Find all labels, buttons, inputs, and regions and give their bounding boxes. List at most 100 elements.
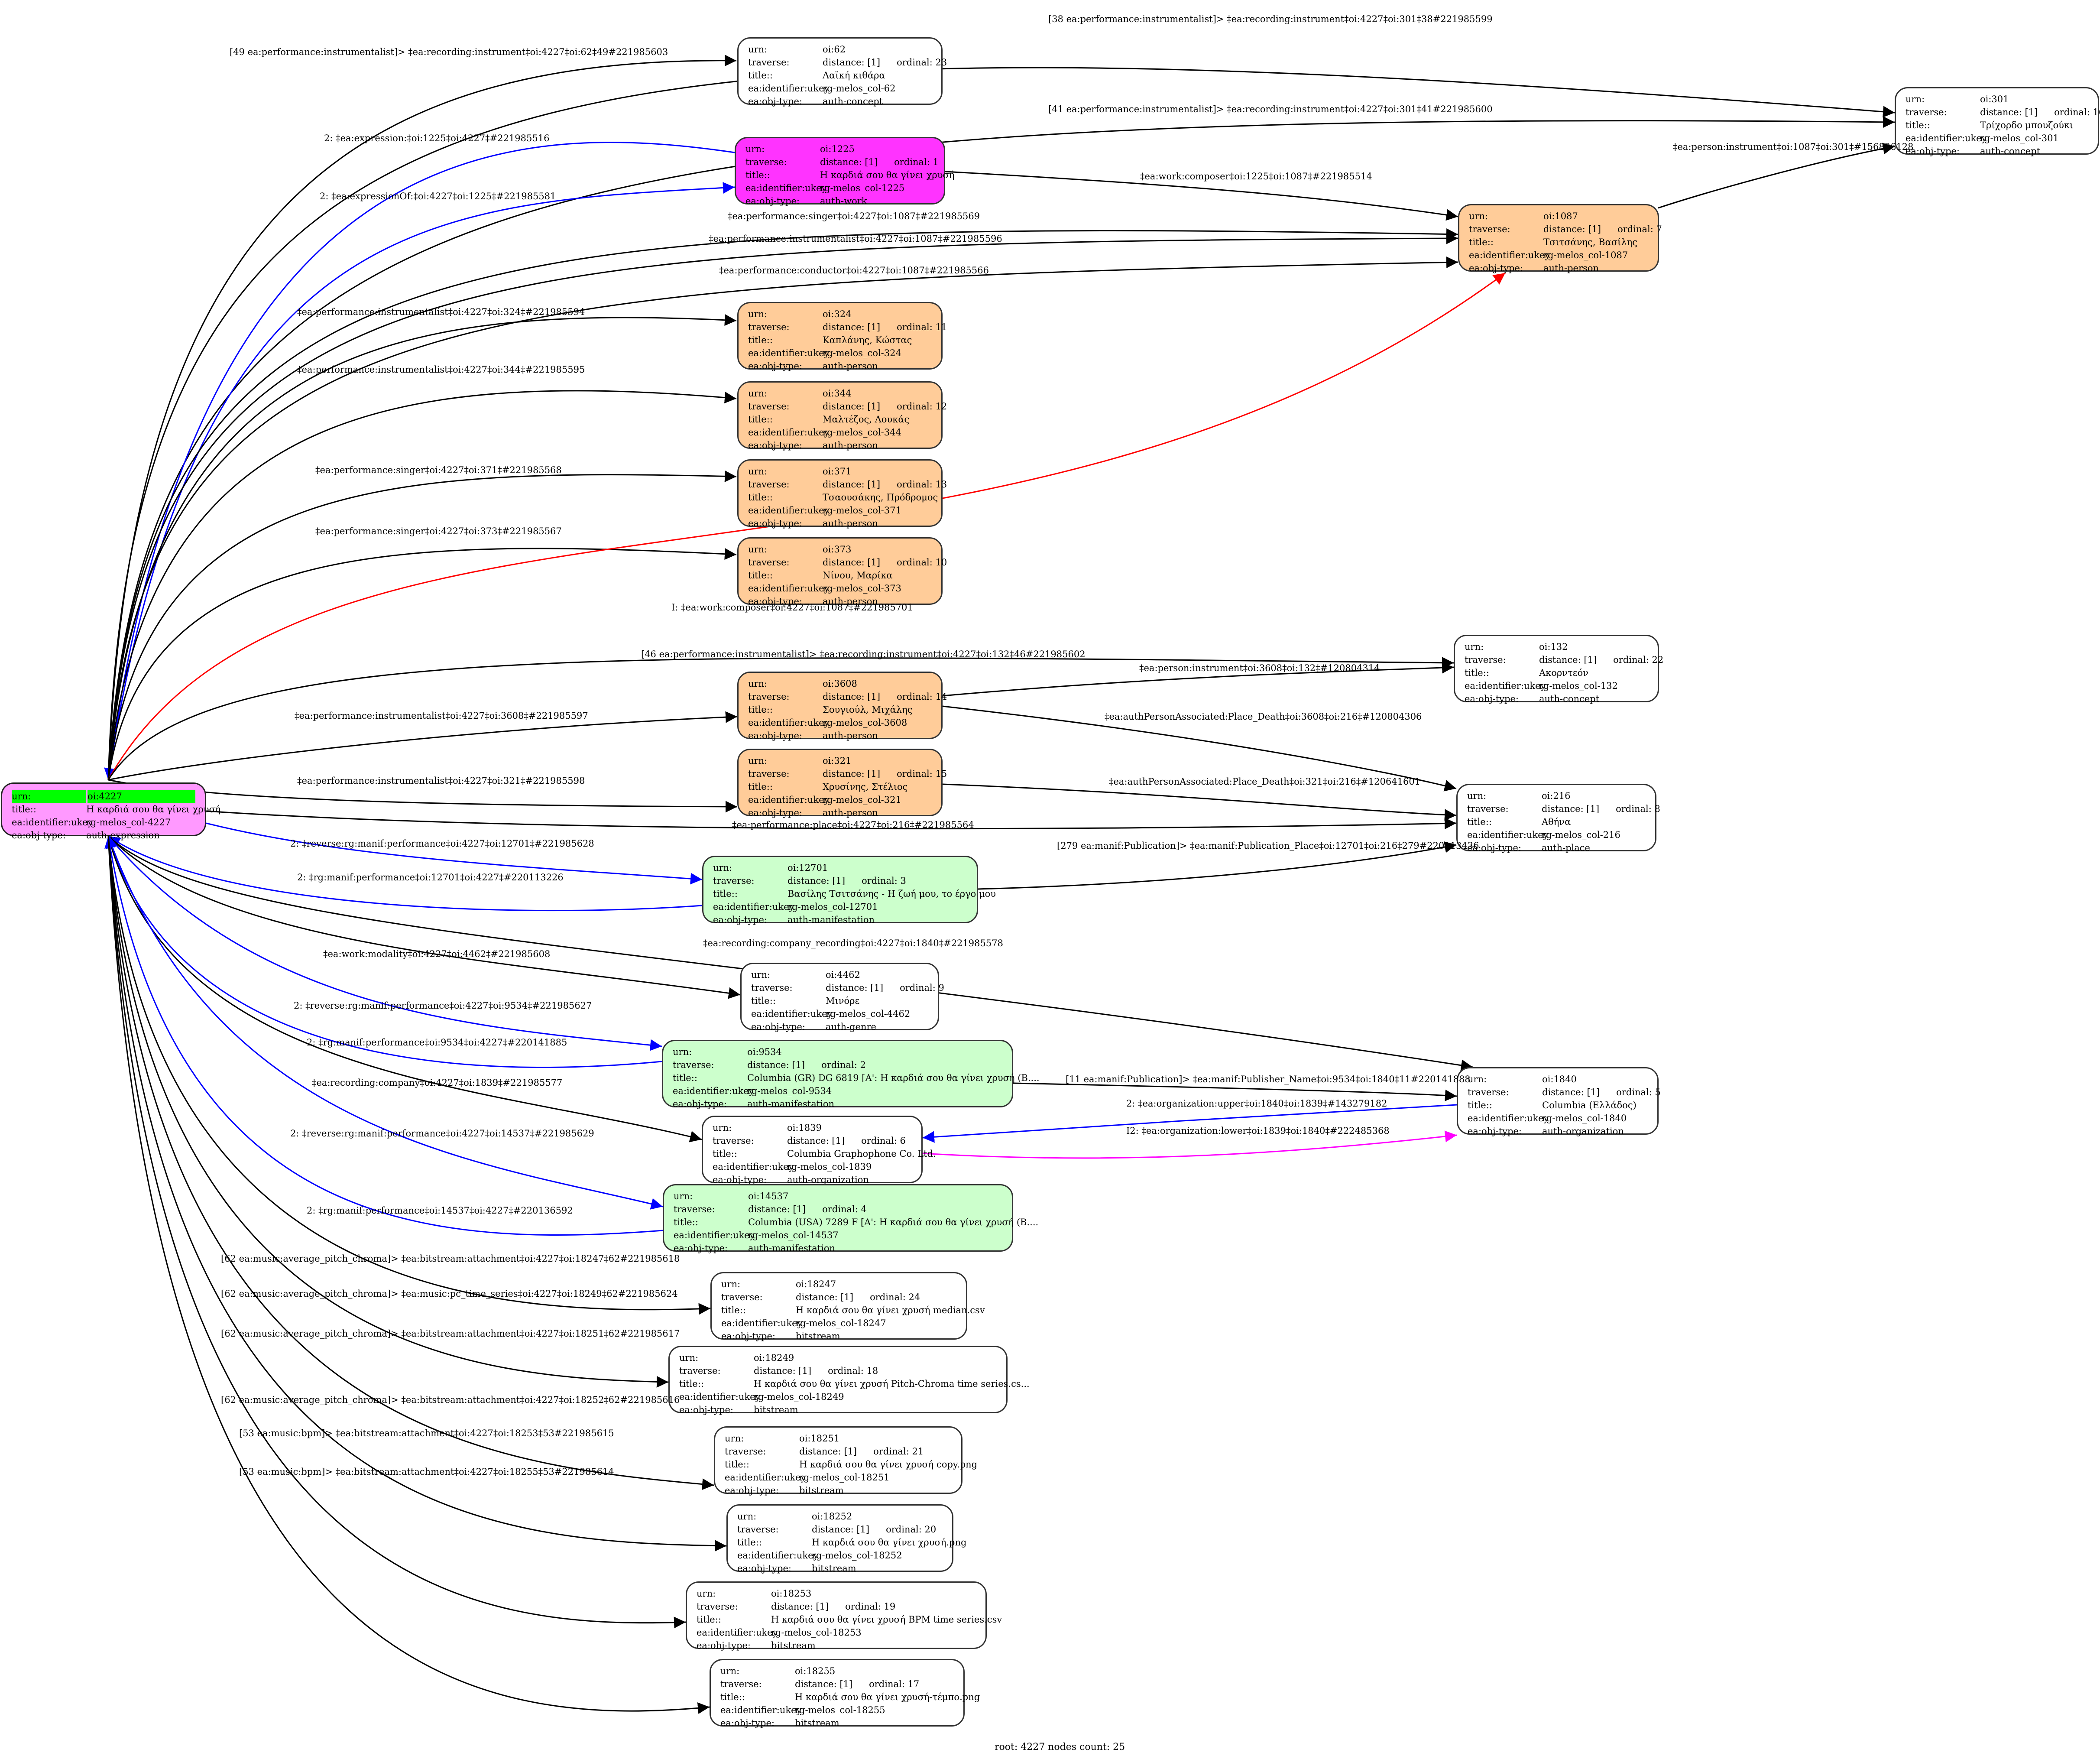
edge-label: 2: ‡ea:organization:upper‡oi:1840‡oi:183… <box>1126 1098 1387 1109</box>
node-field-row: traverse:distance: [1]ordinal: 19 <box>697 1600 976 1613</box>
edge-4227-to-216 <box>206 810 1457 830</box>
node-field-key: ea:obj-type: <box>1906 146 1960 156</box>
node-field-key: urn: <box>751 970 771 980</box>
node-field-value: oi:1839 <box>787 1123 822 1133</box>
node-field-key: traverse: <box>725 1446 766 1457</box>
node-field-value: Τρίχορδο μπουζούκι <box>1980 120 2074 130</box>
node-field-value: oi:4227 <box>88 790 195 803</box>
node-field-row: title::Η καρδιά σου θα γίνει χρυσή <box>745 169 954 182</box>
node-field-key: traverse: <box>748 479 790 490</box>
node-ordinal: ordinal: 8 <box>1616 804 1660 814</box>
edge-4227-to-9534 <box>107 836 662 1051</box>
node-field-key: traverse: <box>721 1292 763 1302</box>
node-ordinal: ordinal: 22 <box>1613 655 1664 665</box>
node-field-row: urn:oi:373 <box>748 543 932 556</box>
node-field-row: title::Η καρδιά σου θα γίνει χρυσή <box>12 803 220 816</box>
node-field-row: urn:oi:1225 <box>745 143 934 156</box>
node-field-key: ea:obj-type: <box>748 361 802 371</box>
node-field-key: title:: <box>674 1217 698 1227</box>
edge-4227-to-371 <box>107 470 737 780</box>
node-field-key: ea:identifier:ukey <box>748 717 830 728</box>
edge-9534-to-4227 <box>106 836 662 1068</box>
node-field-row: title::Τρίχορδο μπουζούκι <box>1906 119 2088 132</box>
node-field-row: traverse:distance: [1]ordinal: 23 <box>748 56 947 69</box>
node-field-row: traverse:distance: [1]ordinal: 3 <box>713 874 967 887</box>
edge-label: 2: ‡reverse:rg:manif:performance‡oi:4227… <box>290 838 594 849</box>
edge-4227-to-373 <box>107 548 737 780</box>
node-field-value: bitstream <box>771 1640 816 1651</box>
edge-1225-to-1087 <box>945 171 1458 221</box>
node-field-row: traverse:distance: [1]ordinal: 15 <box>748 767 947 780</box>
node-field-value: rg-melos_col-1225 <box>820 183 905 193</box>
node-ordinal: ordinal: 2 <box>821 1060 866 1070</box>
node-field-row: ea:obj-type: auth-person <box>748 595 932 608</box>
node-field-value: distance: [1] <box>1539 655 1597 665</box>
node-field-value: Βασίλης Τσιτσάνης - Η ζωή μου, το έργο μ… <box>788 889 996 899</box>
node-field-value: rg-melos_col-321 <box>823 795 901 805</box>
node-field-value: oi:324 <box>823 309 852 319</box>
edge-1839-to-1840 <box>922 1130 1457 1159</box>
node-field-value: Μινόρε <box>826 996 860 1006</box>
edge-4227-to-4462 <box>107 835 741 999</box>
node-field-row: urn:oi:18251 <box>725 1432 952 1445</box>
node-field-value: rg-melos_col-9534 <box>747 1086 832 1096</box>
edge-label: [62 ea:music:average_pitch_chroma]> ‡ea:… <box>221 1395 680 1405</box>
node-field-key: title:: <box>12 804 36 815</box>
node-field-row: urn:oi:18253 <box>697 1587 976 1600</box>
edge-label: ‡ea:performance:instrumentalist‡oi:4227‡… <box>709 234 1002 244</box>
edge-label: [11 ea:manif:Publication]> ‡ea:manif:Pub… <box>1066 1074 1471 1084</box>
node-ordinal: ordinal: 9 <box>900 983 944 993</box>
node-field-value: Τσαουσάκης, Πρόδρομος <box>823 492 938 503</box>
edge-label: ‡ea:performance:singer‡oi:4227‡oi:373‡#2… <box>315 526 562 536</box>
node-field-key: urn: <box>737 1511 757 1522</box>
node-field-row: title::Columbia (GR) DG 6819 [A': Η καρδ… <box>673 1071 1040 1084</box>
edge-label: ‡ea:performance:singer‡oi:4227‡oi:1087‡#… <box>728 211 980 221</box>
node-field-row: urn:oi:12701 <box>713 861 967 874</box>
node-field-key: ea:identifier:ukey <box>721 1318 803 1328</box>
node-field-value: rg-melos_col-62 <box>823 83 896 94</box>
edge-4227-to-12701 <box>206 822 703 885</box>
node-field-value: oi:1225 <box>820 144 855 154</box>
node-field-key: traverse: <box>1906 107 1947 117</box>
edge-4227-to-1087 <box>107 232 1458 780</box>
node-field-value: auth-person <box>823 808 878 818</box>
node-field-value: Η καρδιά σου θα γίνει χρυσή.png <box>812 1537 967 1548</box>
node-field-key: ea:obj-type: <box>697 1640 751 1651</box>
node-field-key: ea:obj-type: <box>748 596 802 607</box>
node-field-row: ea:obj-type:auth-manifestation <box>674 1242 1002 1255</box>
node-field-row: ea:obj-type:auth-person <box>748 360 932 373</box>
edge-label: [279 ea:manif:Publication]> ‡ea:manif:Pu… <box>1057 841 1479 851</box>
node-field-key: urn: <box>748 756 768 766</box>
node-field-value: auth-person <box>823 596 878 607</box>
node-field-key: ea:obj-type: <box>725 1485 779 1496</box>
node-field-key: ea:obj-type: <box>721 1331 775 1341</box>
